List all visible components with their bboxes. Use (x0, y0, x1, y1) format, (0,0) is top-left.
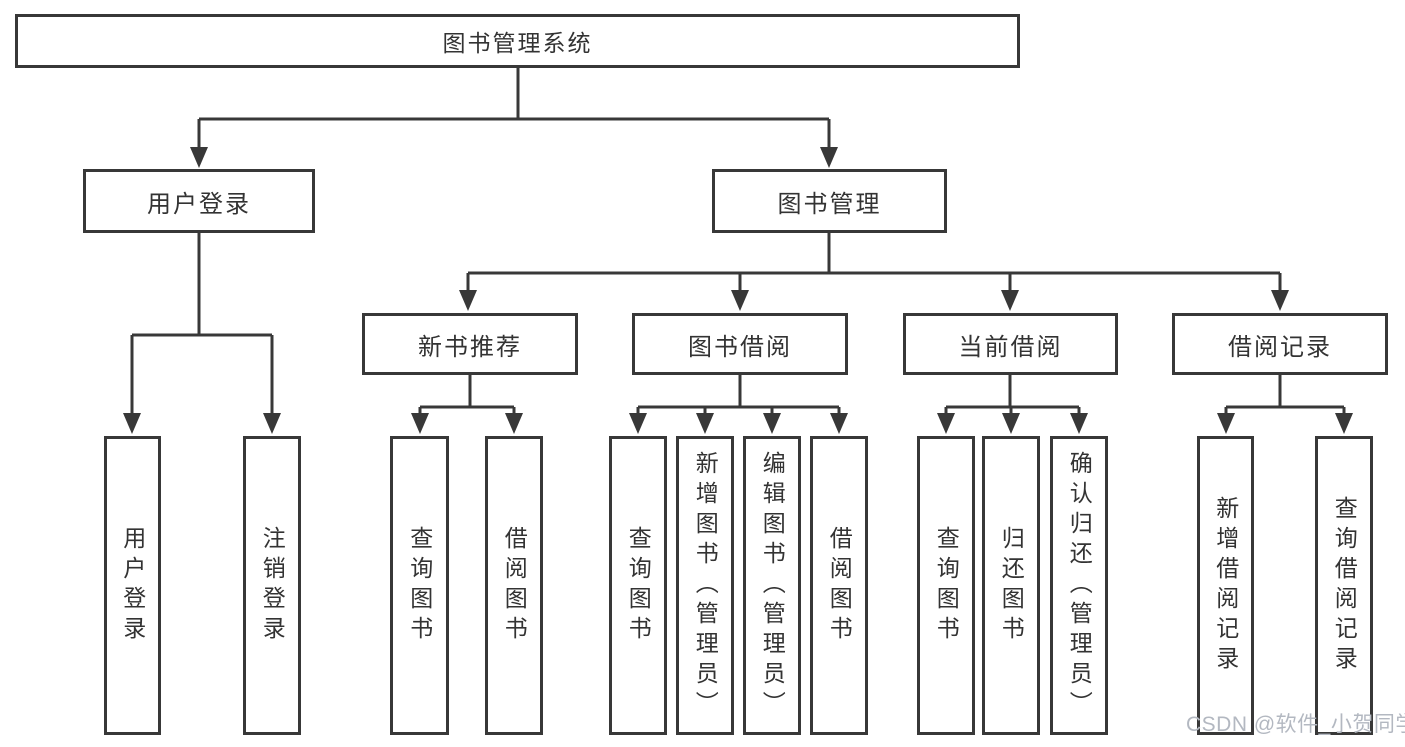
leaf-borrow-books-borrowing: 借阅图书 (810, 436, 868, 735)
leaf-user-login: 用户登录 (104, 436, 161, 735)
leaf-query-books-recommend: 查询图书 (390, 436, 449, 735)
leaf-edit-books-admin: 编辑图书（管理员） (743, 436, 801, 735)
leaf-confirm-return-admin: 确认归还（管理员） (1050, 436, 1108, 735)
leaf-return-books: 归还图书 (982, 436, 1040, 735)
node-current-borrowing: 当前借阅 (903, 313, 1118, 375)
node-new-book-recommendation: 新书推荐 (362, 313, 578, 375)
node-borrowing-records: 借阅记录 (1172, 313, 1388, 375)
leaf-borrow-books-recommend: 借阅图书 (485, 436, 543, 735)
leaf-add-books-admin: 新增图书（管理员） (676, 436, 734, 735)
watermark-text: CSDN @软件_小贺同学 (1186, 713, 1405, 736)
leaf-query-books-borrowing: 查询图书 (609, 436, 667, 735)
node-user-login: 用户登录 (83, 169, 315, 233)
node-book-management: 图书管理 (712, 169, 947, 233)
node-library-management-system: 图书管理系统 (15, 14, 1020, 68)
leaf-query-borrowing-record: 查询借阅记录 (1315, 436, 1373, 735)
leaf-query-books-current: 查询图书 (917, 436, 975, 735)
leaf-logout: 注销登录 (243, 436, 301, 735)
node-book-borrowing: 图书借阅 (632, 313, 848, 375)
leaf-add-borrowing-record: 新增借阅记录 (1197, 436, 1254, 735)
